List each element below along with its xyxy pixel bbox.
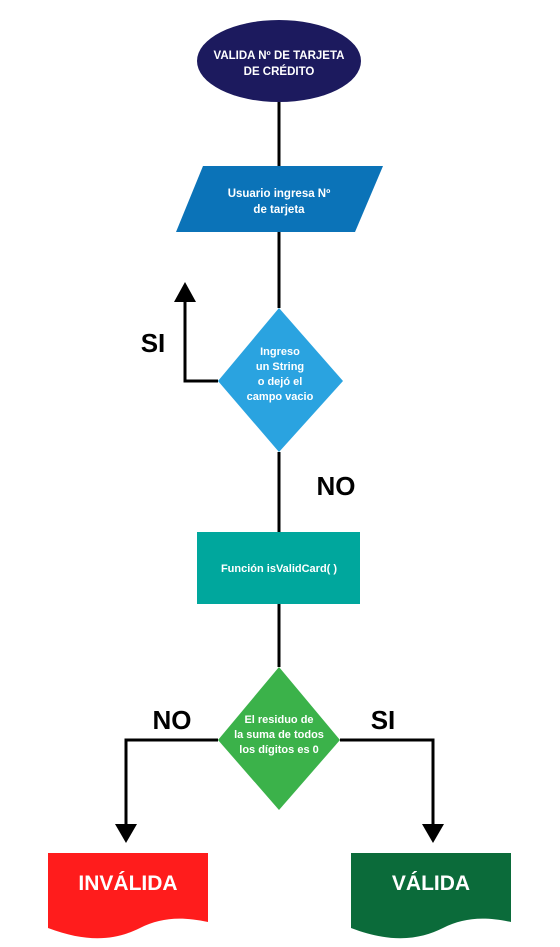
decision1-label-line4: campo vacio xyxy=(247,391,314,403)
decision2-label-line2: la suma de todos xyxy=(234,729,324,741)
output-invalid-shape xyxy=(48,853,208,939)
label-no-middle: NO xyxy=(317,471,356,501)
start-terminator xyxy=(197,20,361,102)
decision2-label-line1: El residuo de xyxy=(244,714,313,726)
decision1-label-line1: Ingreso xyxy=(260,346,300,358)
label-no-left: NO xyxy=(153,705,192,735)
input-label-line2: de tarjeta xyxy=(253,204,305,216)
process-box xyxy=(197,532,360,604)
start-label-line2: DE CRÉDITO xyxy=(244,65,315,78)
output-valid-label: VÁLIDA xyxy=(392,872,470,895)
input-parallelogram xyxy=(176,166,383,232)
decision1-label-line2: un String xyxy=(256,361,304,373)
output-valid-shape xyxy=(351,853,511,939)
label-si-right: SI xyxy=(371,705,396,735)
decision2-diamond xyxy=(218,667,340,810)
label-si-top: SI xyxy=(141,328,166,358)
input-label-line1: Usuario ingresa Nº xyxy=(228,188,331,200)
output-invalid-label: INVÁLIDA xyxy=(78,872,177,895)
connector-decision2-no xyxy=(124,738,218,826)
arrowhead-up xyxy=(174,282,196,302)
arrowhead-down-left xyxy=(115,824,137,843)
start-label-line1: VALIDA Nº DE TARJETA xyxy=(214,50,345,62)
connector-decision2-yes xyxy=(340,738,435,826)
decision2-label-line3: los dígitos es 0 xyxy=(239,744,318,756)
connectors xyxy=(124,102,435,826)
process-label: Función isValidCard( ) xyxy=(221,563,337,575)
connector-decision1-yes-loop xyxy=(183,298,218,383)
arrowhead-down-right xyxy=(422,824,444,843)
decision1-diamond xyxy=(218,308,343,452)
decision1-label-line3: o dejó el xyxy=(258,376,303,388)
